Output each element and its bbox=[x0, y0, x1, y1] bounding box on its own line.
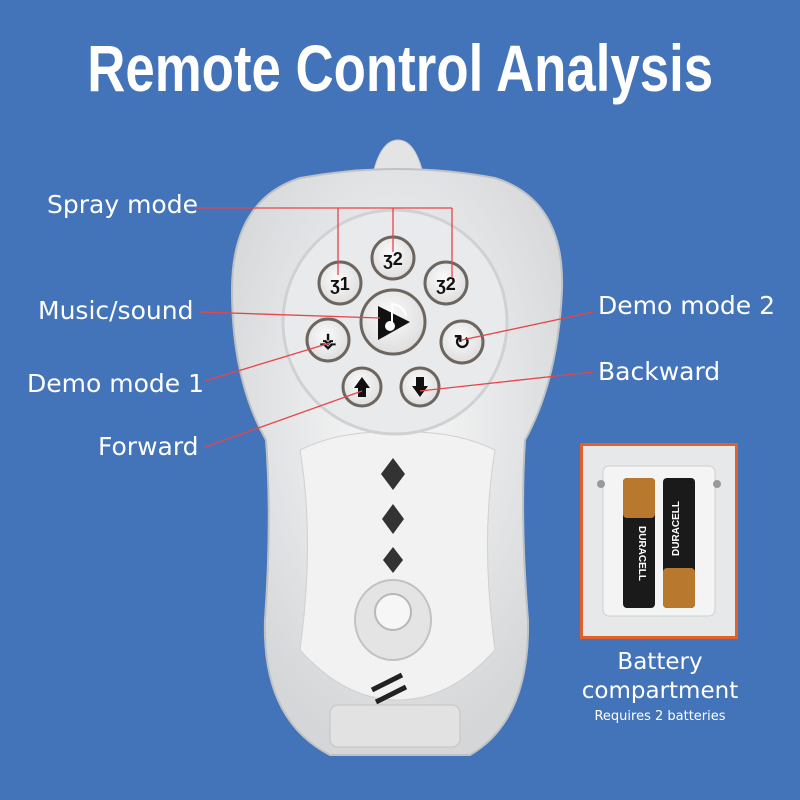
battery-right: DURACELL bbox=[663, 478, 695, 608]
demo-mode-2-button[interactable]: ↻ bbox=[439, 319, 485, 365]
label-demo-mode-1: Demo mode 1 bbox=[27, 369, 204, 398]
battery-title-line2: compartment bbox=[581, 678, 739, 704]
label-spray-mode: Spray mode bbox=[47, 190, 198, 219]
speed-indicator-diamonds bbox=[381, 458, 405, 573]
label-backward: Backward bbox=[598, 357, 721, 386]
battery-title-line1: Battery bbox=[617, 649, 703, 675]
page-title: Remote Control Analysis bbox=[0, 28, 800, 108]
svg-text:ʒ1: ʒ1 bbox=[330, 274, 350, 294]
spray-mode-1-button[interactable]: ʒ1 bbox=[317, 260, 363, 306]
battery-note: Requires 2 batteries bbox=[594, 709, 726, 724]
page-title-text: Remote Control Analysis bbox=[87, 31, 713, 105]
joystick[interactable] bbox=[354, 579, 432, 661]
svg-text:DURACELL: DURACELL bbox=[671, 501, 682, 556]
label-forward: Forward bbox=[98, 432, 199, 461]
label-demo-mode-2: Demo mode 2 bbox=[598, 291, 775, 320]
svg-text:↻: ↻ bbox=[454, 332, 471, 354]
svg-text:⚶: ⚶ bbox=[320, 330, 337, 352]
backward-button[interactable] bbox=[399, 366, 441, 408]
pointer-lines bbox=[195, 207, 594, 448]
grip-lines-icon bbox=[370, 672, 408, 705]
battery-caption: Battery compartment Requires 2 batteries bbox=[560, 648, 760, 724]
battery-compartment-photo: DURACELL DURACELL bbox=[580, 443, 738, 639]
battery-left: DURACELL bbox=[623, 478, 655, 608]
demo-mode-1-button[interactable]: ⚶ bbox=[305, 317, 351, 363]
svg-text:ʒ2: ʒ2 bbox=[383, 249, 403, 269]
svg-text:ʒ2: ʒ2 bbox=[436, 274, 456, 294]
remote-bottom-tab bbox=[329, 704, 461, 748]
label-music-sound: Music/sound bbox=[38, 296, 194, 325]
forward-button[interactable] bbox=[341, 366, 383, 408]
battery-brand: DURACELL bbox=[636, 526, 647, 581]
music-sound-button[interactable] bbox=[359, 288, 427, 356]
spray-mode-3-button[interactable]: ʒ2 bbox=[423, 260, 469, 306]
